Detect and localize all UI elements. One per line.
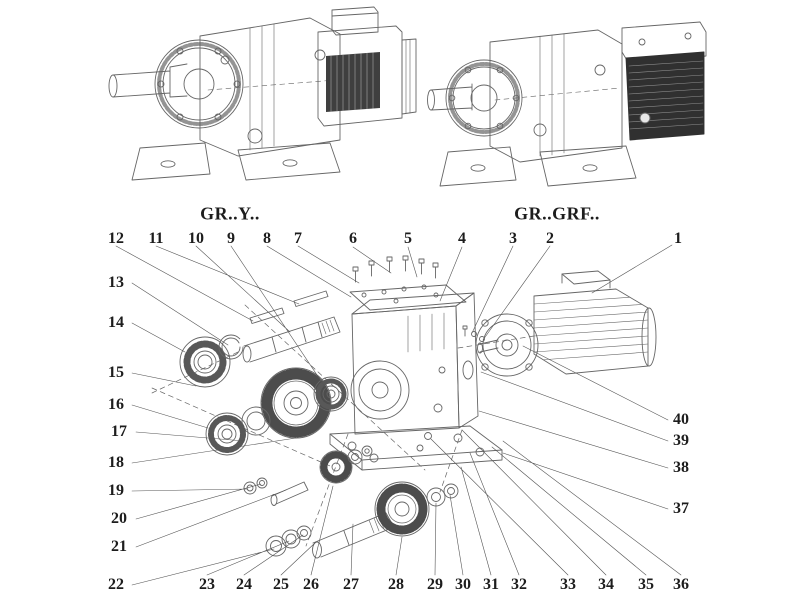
callout-38: 38 xyxy=(673,459,689,476)
callout-36: 36 xyxy=(673,576,689,593)
callout-28: 28 xyxy=(388,576,404,593)
callout-12: 12 xyxy=(108,230,124,247)
leader-lines xyxy=(115,244,682,586)
cover-bolts xyxy=(352,255,439,283)
callout-6: 6 xyxy=(349,230,357,247)
callout-19: 19 xyxy=(108,482,124,499)
callout-27: 27 xyxy=(343,576,359,593)
callout-32: 32 xyxy=(511,576,527,593)
callout-34: 34 xyxy=(598,576,614,593)
callout-20: 20 xyxy=(111,510,127,527)
exploded-assembly-drawing xyxy=(115,244,682,586)
callout-29: 29 xyxy=(427,576,443,593)
callout-1: 1 xyxy=(674,230,682,247)
callout-2: 2 xyxy=(546,230,554,247)
callout-16: 16 xyxy=(108,396,124,413)
callout-26: 26 xyxy=(303,576,319,593)
callout-7: 7 xyxy=(294,230,302,247)
gearmotor-grgrf-drawing xyxy=(427,21,707,187)
callout-21: 21 xyxy=(111,538,127,555)
pinion-and-washers xyxy=(243,445,373,506)
callout-37: 37 xyxy=(673,500,689,517)
callout-18: 18 xyxy=(108,454,124,471)
callout-30: 30 xyxy=(455,576,471,593)
callout-24: 24 xyxy=(236,576,252,593)
callout-15: 15 xyxy=(108,364,124,381)
model-label-gr-grf: GR..GRF.. xyxy=(514,203,600,224)
callout-4: 4 xyxy=(458,230,466,247)
callout-11: 11 xyxy=(148,230,164,247)
base-flange xyxy=(329,425,503,471)
callout-10: 10 xyxy=(188,230,204,247)
callout-13: 13 xyxy=(108,274,124,291)
output-shaft-assembly xyxy=(265,481,459,559)
motor-assembly xyxy=(475,270,657,377)
gear-housing xyxy=(350,292,479,440)
gearmotor-gry-drawing xyxy=(108,6,417,181)
callout-14: 14 xyxy=(108,314,124,331)
input-shaft-assembly xyxy=(242,290,341,363)
callout-5: 5 xyxy=(404,230,412,247)
callout-33: 33 xyxy=(560,576,576,593)
model-label-gr-y: GR..Y.. xyxy=(200,203,260,224)
intermediate-gear-cluster xyxy=(205,367,349,456)
snap-ring xyxy=(218,334,244,360)
callout-35: 35 xyxy=(638,576,654,593)
callout-3: 3 xyxy=(509,230,517,247)
callout-9: 9 xyxy=(227,230,235,247)
input-bearing xyxy=(179,336,231,388)
callout-25: 25 xyxy=(273,576,289,593)
callout-31: 31 xyxy=(483,576,499,593)
cover-plate xyxy=(349,284,467,311)
callout-40: 40 xyxy=(673,411,689,428)
callout-17: 17 xyxy=(111,423,127,440)
callout-22: 22 xyxy=(108,576,124,593)
callout-39: 39 xyxy=(673,432,689,449)
callout-8: 8 xyxy=(263,230,271,247)
motor-fasteners xyxy=(462,325,485,342)
callout-23: 23 xyxy=(199,576,215,593)
